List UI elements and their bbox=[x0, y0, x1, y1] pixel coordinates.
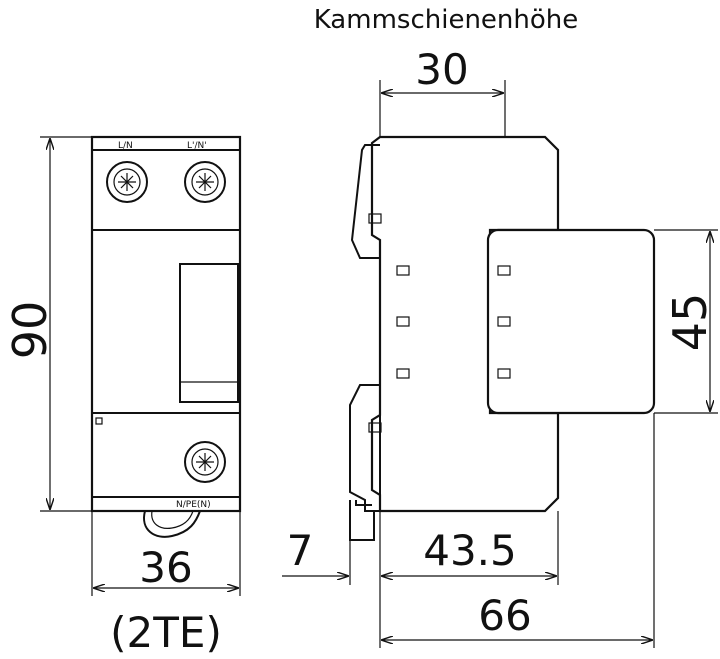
front-view: L/N L'/N' N/PE(N) 90 36 (2TE) bbox=[3, 135, 242, 657]
dimension-rail-offset: 7 bbox=[287, 526, 314, 575]
rail-clip-top bbox=[350, 144, 380, 259]
terminal-label-bottom: N/PE(N) bbox=[176, 500, 211, 510]
status-window bbox=[179, 263, 239, 403]
side-view: Kammschienenhöhe 30 45 7 43.5 66 bbox=[282, 5, 718, 648]
device-side-housing bbox=[370, 135, 560, 513]
terminal-screw-bottom bbox=[184, 441, 226, 483]
dimension-depth-front: 43.5 bbox=[423, 526, 517, 575]
dimension-module-height: 45 bbox=[663, 293, 717, 352]
dimension-width-units: (2TE) bbox=[110, 608, 222, 657]
dimension-width: 36 bbox=[139, 543, 192, 592]
busbar-height-label: Kammschienenhöhe bbox=[314, 5, 579, 35]
terminal-label-top-right: L'/N' bbox=[187, 141, 207, 151]
device-front-housing bbox=[90, 135, 242, 513]
dimension-busbar-height: 30 bbox=[415, 45, 468, 94]
plug-in-module bbox=[486, 228, 656, 415]
din-clip bbox=[143, 510, 201, 538]
terminal-screw-top-right bbox=[184, 161, 226, 203]
dimension-depth-total: 66 bbox=[478, 591, 531, 640]
dimension-total-height: 90 bbox=[3, 301, 57, 360]
terminal-label-top-left: L/N bbox=[118, 141, 133, 151]
terminal-screw-top-left bbox=[106, 161, 148, 203]
